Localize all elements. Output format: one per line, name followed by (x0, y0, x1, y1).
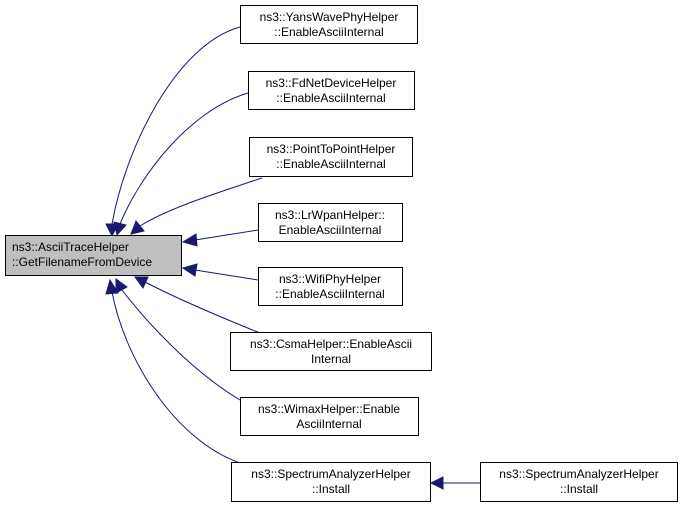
node-label-line: AsciiInternal (296, 417, 361, 431)
node-label-line: ns3::FdNetDeviceHelper (266, 76, 397, 90)
node-label-line: ns3::WifiPhyHelper (279, 272, 381, 286)
edge-arrowhead (134, 276, 149, 289)
edge-arrowhead (115, 278, 128, 294)
node-yans-wave-phy-helper[interactable]: ns3::YansWavePhyHelper ::EnableAsciiInte… (240, 5, 418, 44)
node-box (230, 332, 432, 371)
node-label-line: ns3::CsmaHelper::EnableAscii (250, 337, 412, 351)
node-label-line: ::GetFilenameFromDevice (12, 255, 152, 269)
edges (105, 26, 480, 490)
node-point-to-point-helper[interactable]: ns3::PointToPointHelper ::EnableAsciiInt… (249, 137, 413, 177)
edge-arrowhead (130, 220, 145, 235)
node-label-line: ::EnableAsciiInternal (276, 157, 385, 171)
node-box (240, 397, 419, 436)
node-label-line: ns3::SpectrumAnalyzerHelper (251, 467, 410, 481)
edge-arrowhead (105, 278, 119, 295)
node-wimax-helper[interactable]: ns3::WimaxHelper::Enable AsciiInternal (240, 397, 419, 436)
node-label-line: ns3::YansWavePhyHelper (260, 10, 399, 24)
node-label-line: ::EnableAsciiInternal (275, 287, 384, 301)
node-label-line: ns3::PointToPointHelper (267, 142, 396, 156)
edge-point-to-point-helper (139, 177, 263, 227)
node-label-line: Internal (311, 352, 351, 366)
edge-yans-wave-phy-helper (111, 26, 241, 225)
node-box (258, 267, 403, 306)
node-box (249, 137, 413, 177)
node-label-line: ns3::SpectrumAnalyzerHelper (499, 467, 658, 481)
node-spectrum-analyzer-helper-install-b[interactable]: ns3::SpectrumAnalyzerHelper ::Install (480, 462, 678, 502)
node-label-line: ::Install (312, 482, 350, 496)
edge-wimax-helper (121, 289, 241, 401)
node-label-line: ns3::WimaxHelper::Enable (258, 402, 400, 416)
node-label-line: ::EnableAsciiInternal (274, 25, 383, 39)
edge-wifi-phy-helper (194, 269, 259, 281)
node-label-line: ::EnableAsciiInternal (276, 91, 385, 105)
node-label-line: ::Install (560, 482, 598, 496)
node-root[interactable]: ns3::AsciiTraceHelper ::GetFilenameFromD… (5, 235, 182, 276)
node-root-box (5, 235, 182, 276)
node-label-line: ns3::AsciiTraceHelper (12, 240, 129, 254)
node-box (258, 203, 403, 242)
node-box (240, 5, 418, 44)
node-box (248, 71, 415, 110)
node-csma-helper[interactable]: ns3::CsmaHelper::EnableAscii Internal (230, 332, 432, 371)
node-label-line: ns3::LrWpanHelper:: (275, 208, 385, 222)
edge-lr-wpan-helper (194, 229, 259, 241)
node-lr-wpan-helper[interactable]: ns3::LrWpanHelper:: EnableAsciiInternal (258, 203, 403, 242)
edge-arrowhead (429, 476, 444, 490)
node-box (231, 462, 431, 502)
edge-arrowhead (181, 233, 198, 247)
edge-arrowhead (113, 221, 127, 237)
node-fd-net-device-helper[interactable]: ns3::FdNetDeviceHelper ::EnableAsciiInte… (248, 71, 415, 110)
edge-fd-net-device-helper (119, 92, 249, 225)
edge-arrowhead (181, 263, 198, 277)
edge-spectrum-analyzer-helper-install-a (111, 291, 241, 464)
node-spectrum-analyzer-helper-install-a[interactable]: ns3::SpectrumAnalyzerHelper ::Install (231, 462, 431, 502)
node-label-line: EnableAsciiInternal (279, 223, 382, 237)
edge-csma-helper (144, 281, 266, 336)
node-wifi-phy-helper[interactable]: ns3::WifiPhyHelper ::EnableAsciiInternal (258, 267, 403, 306)
node-box (480, 462, 678, 502)
